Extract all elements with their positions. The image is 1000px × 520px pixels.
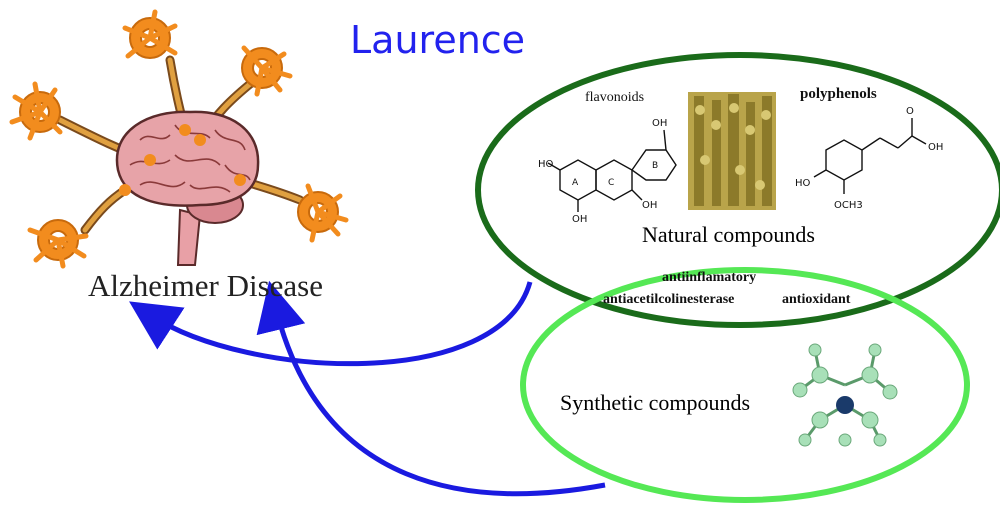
arrow-synthetic-to-disease [256, 280, 606, 497]
plant-image [688, 92, 776, 210]
svg-text:HO: HO [538, 159, 554, 170]
natural-compounds-label: Natural compounds [642, 222, 815, 247]
svg-text:A: A [572, 178, 579, 188]
natural-compounds-ellipse [475, 52, 1000, 328]
page-title: Laurence [350, 18, 526, 62]
synthetic-compounds-label: Synthetic compounds [560, 390, 751, 415]
svg-text:OH: OH [572, 214, 587, 225]
svg-text:OH: OH [928, 142, 943, 153]
alzheimer-disease-label: Alzheimer Disease [88, 268, 323, 303]
flavonoids-label: flavonoids [585, 90, 645, 105]
antiinflammatory-label: antiinflamatory [662, 270, 757, 285]
arrow-natural-to-disease [129, 281, 533, 367]
synthetic-compounds-ellipse [520, 267, 970, 503]
svg-text:B: B [652, 161, 658, 171]
svg-text:OCH3: OCH3 [834, 200, 863, 211]
antiacetylcholinesterase-label: antiacetilcolinesterase [603, 292, 735, 307]
polyphenol-structure: HO OCH3 OH O [795, 106, 943, 211]
brain-illustration [9, 9, 349, 269]
svg-text:C: C [608, 178, 614, 188]
flavonoid-structure: HO OH OH OH A C B [538, 118, 677, 225]
polyphenols-label: polyphenols [800, 86, 877, 102]
synthetic-molecule-icon [792, 343, 898, 447]
svg-text:O: O [906, 106, 914, 117]
svg-text:OH: OH [652, 118, 667, 129]
antioxidant-label: antioxidant [782, 292, 851, 307]
svg-text:OH: OH [642, 200, 657, 211]
svg-text:HO: HO [795, 178, 811, 189]
